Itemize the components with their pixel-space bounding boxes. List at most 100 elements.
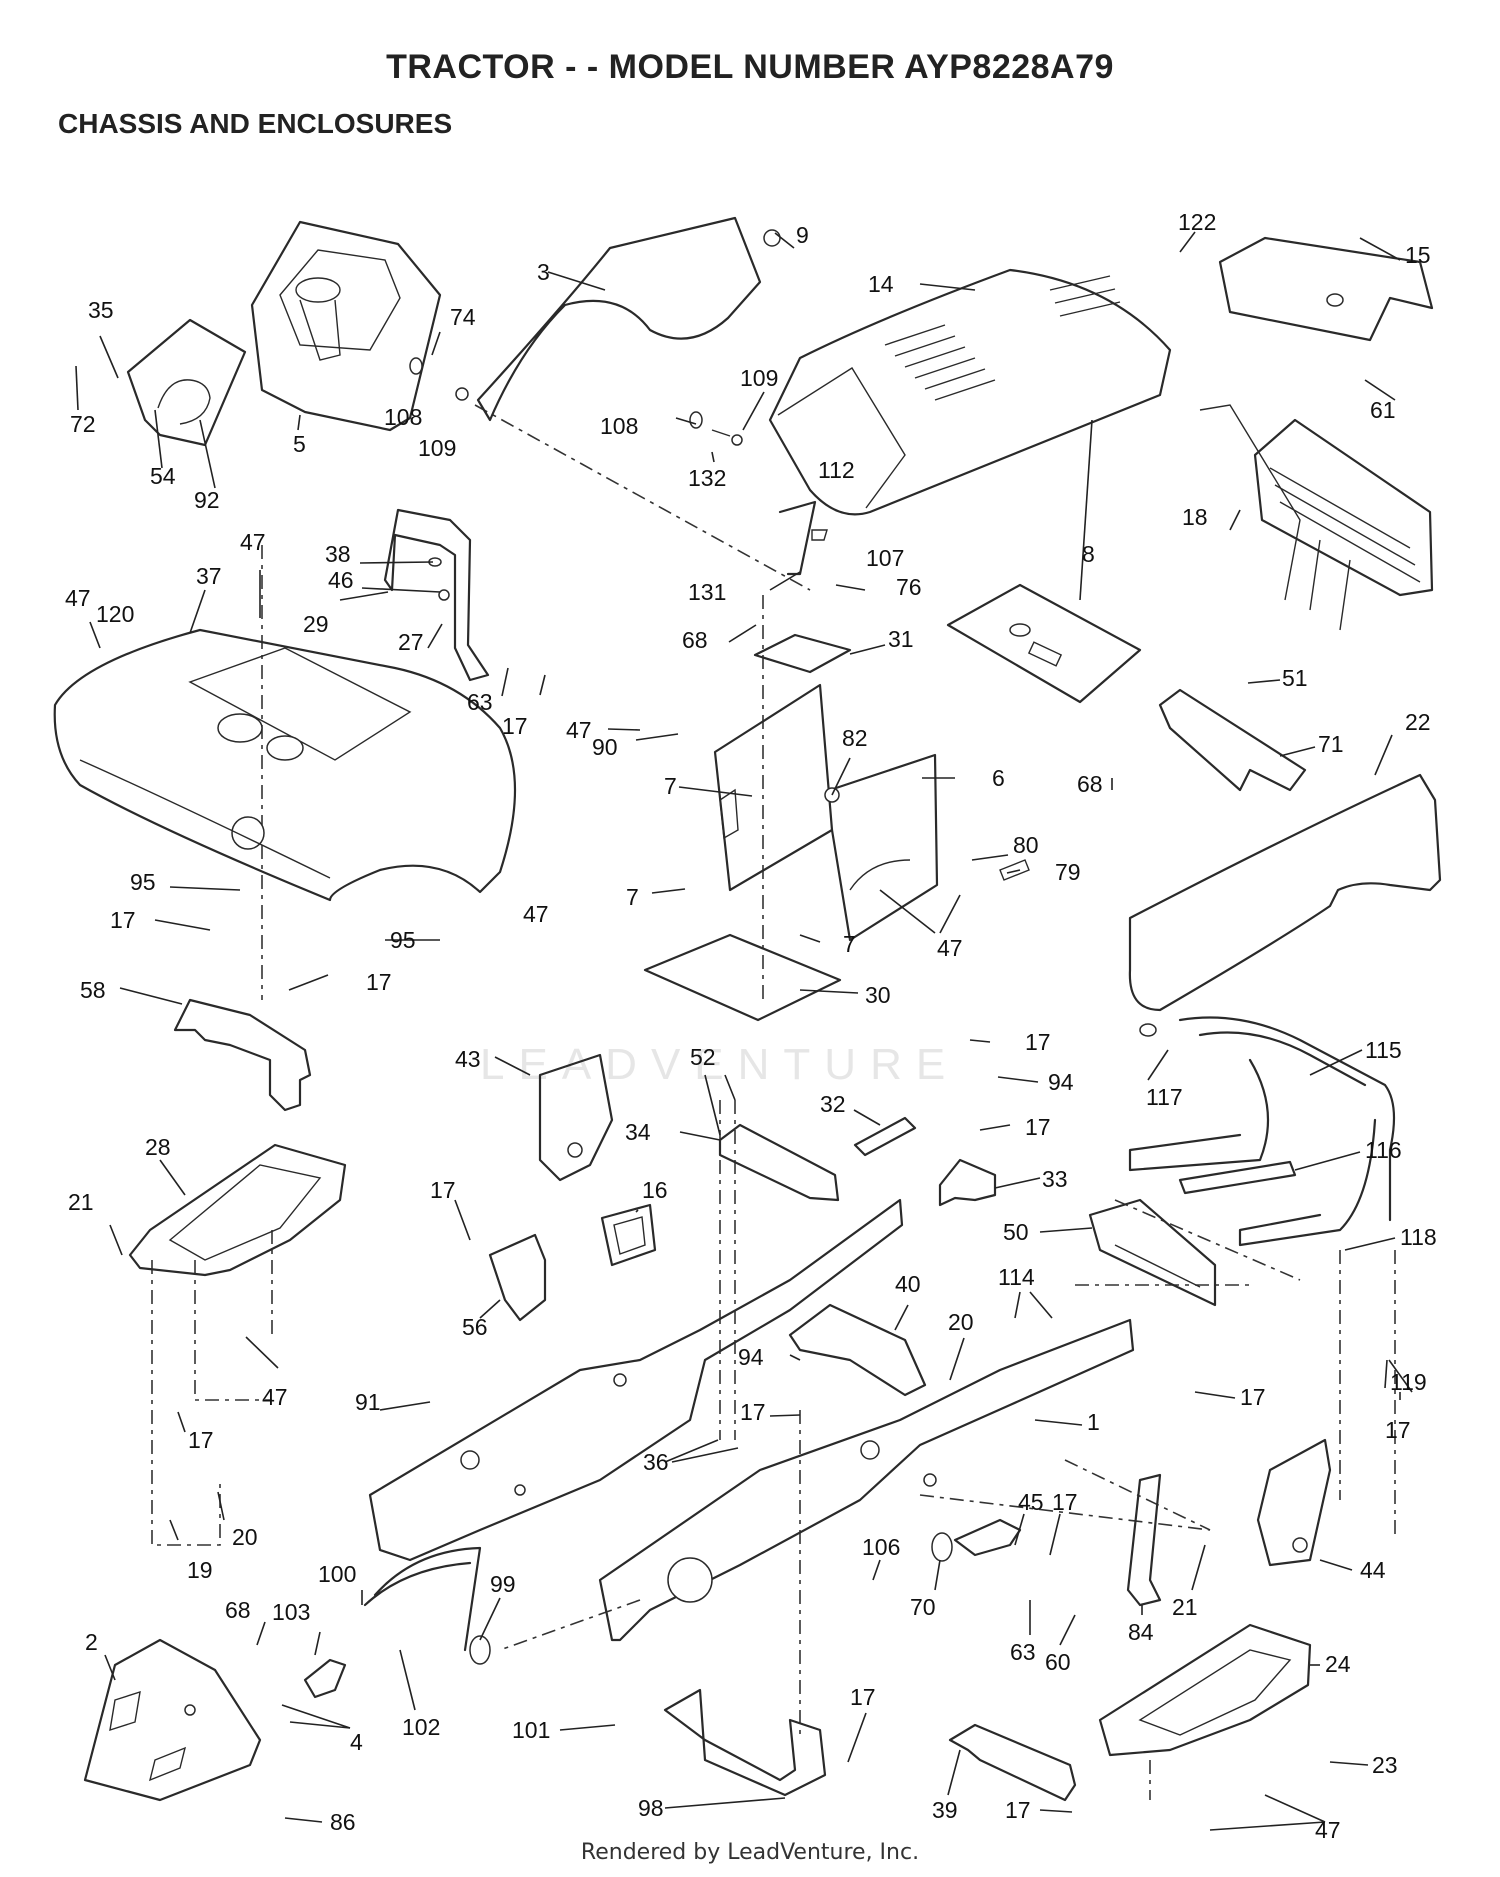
callout-95: 95 <box>390 927 416 953</box>
part-1-frame-rail <box>598 1318 1135 1642</box>
callout-17: 17 <box>1025 1029 1051 1055</box>
callout-86: 86 <box>330 1809 356 1835</box>
part-16-grommet <box>600 1203 657 1267</box>
callout-34: 34 <box>625 1119 651 1145</box>
callout-20: 20 <box>232 1524 258 1550</box>
callout-29: 29 <box>303 611 329 637</box>
callout-70: 70 <box>910 1594 936 1620</box>
callout-24: 24 <box>1325 1651 1351 1677</box>
callout-17: 17 <box>366 969 392 995</box>
part-98-bracket <box>663 1688 827 1797</box>
callout-63: 63 <box>467 689 493 715</box>
callout-108: 108 <box>384 404 422 430</box>
part-28-footrest <box>128 1143 347 1277</box>
callout-36: 36 <box>643 1449 669 1475</box>
callout-2: 2 <box>85 1629 98 1655</box>
callout-17: 17 <box>1385 1417 1411 1443</box>
callout-7: 7 <box>626 884 639 910</box>
callout-79: 79 <box>1055 859 1081 885</box>
callout-22: 22 <box>1405 709 1431 735</box>
section-title: CHASSIS AND ENCLOSURES <box>58 108 453 139</box>
callout-4: 4 <box>350 1729 363 1755</box>
callout-43: 43 <box>455 1046 481 1072</box>
part-32-strap <box>853 1116 917 1157</box>
callout-31: 31 <box>888 626 914 652</box>
callout-9: 9 <box>796 222 809 248</box>
part-14-hood <box>768 268 1172 516</box>
callout-7: 7 <box>664 773 677 799</box>
part-15-grille-top <box>1218 236 1434 342</box>
callout-17: 17 <box>850 1684 876 1710</box>
callout-76: 76 <box>896 574 922 600</box>
callout-40: 40 <box>895 1271 921 1297</box>
part-29-bracket <box>383 508 490 682</box>
part-22-bumper <box>1128 773 1442 1012</box>
callout-94: 94 <box>1048 1069 1074 1095</box>
part-40-bracket <box>788 1303 927 1397</box>
callout-100: 100 <box>318 1561 356 1587</box>
part-70-lever <box>931 1518 1022 1562</box>
callout-68: 68 <box>1077 771 1103 797</box>
callout-15: 15 <box>1405 242 1431 268</box>
callout-17: 17 <box>1005 1797 1031 1823</box>
part-6-console-box <box>713 683 1030 942</box>
callout-115: 115 <box>1365 1037 1402 1063</box>
callout-6: 6 <box>992 765 1005 791</box>
callout-109: 109 <box>740 365 778 391</box>
callout-17: 17 <box>430 1177 456 1203</box>
callout-47: 47 <box>523 901 549 927</box>
part-37-fender <box>53 628 517 902</box>
part-39-bracket <box>948 1723 1077 1802</box>
callout-17: 17 <box>502 713 528 739</box>
callout-63: 63 <box>1010 1639 1036 1665</box>
callout-17: 17 <box>110 907 136 933</box>
callout-32: 32 <box>820 1091 846 1117</box>
part-50-bracket <box>1088 1198 1217 1307</box>
callout-47: 47 <box>65 585 91 611</box>
part-3-side-panel <box>476 216 762 422</box>
callout-58: 58 <box>80 977 106 1003</box>
callout-47: 47 <box>262 1384 288 1410</box>
callout-47: 47 <box>566 717 592 743</box>
callout-52: 52 <box>690 1044 716 1070</box>
callout-56: 56 <box>462 1314 488 1340</box>
callout-3: 3 <box>537 259 550 285</box>
callout-92: 92 <box>194 487 220 513</box>
callout-17: 17 <box>1240 1384 1266 1410</box>
part-2-plate <box>83 1638 262 1802</box>
callout-21: 21 <box>68 1189 94 1215</box>
callout-74: 74 <box>450 304 476 330</box>
callout-106: 106 <box>862 1534 900 1560</box>
callout-108: 108 <box>600 413 638 439</box>
callout-27: 27 <box>398 629 424 655</box>
callout-16: 16 <box>642 1177 668 1203</box>
callout-45: 45 <box>1018 1489 1044 1515</box>
callout-39: 39 <box>932 1797 958 1823</box>
callout-17: 17 <box>1025 1114 1051 1140</box>
callout-120: 120 <box>96 601 134 627</box>
callout-84: 84 <box>1128 1619 1154 1645</box>
callout-82: 82 <box>842 725 868 751</box>
callout-47: 47 <box>240 529 266 555</box>
part-43-bracket <box>538 1053 614 1182</box>
callout-14: 14 <box>868 271 894 297</box>
callout-102: 102 <box>402 1714 440 1740</box>
part-116-strap <box>1178 1160 1297 1195</box>
part-24-footrest <box>1098 1623 1312 1757</box>
callout-98: 98 <box>638 1795 664 1821</box>
callout-7: 7 <box>843 931 856 957</box>
callout-91: 91 <box>355 1389 381 1415</box>
callout-17: 17 <box>188 1427 214 1453</box>
part-30-plate <box>643 933 842 1022</box>
callout-50: 50 <box>1003 1219 1029 1245</box>
part-44-bracket <box>1256 1438 1332 1567</box>
callout-71: 71 <box>1318 731 1344 757</box>
assembly-lines <box>151 404 1396 1800</box>
callout-8: 8 <box>1082 541 1095 567</box>
callout-5: 5 <box>293 431 306 457</box>
part-103-link <box>303 1658 347 1699</box>
callout-116: 116 <box>1365 1137 1402 1163</box>
callout-122: 122 <box>1178 209 1216 235</box>
callout-99: 99 <box>490 1571 516 1597</box>
